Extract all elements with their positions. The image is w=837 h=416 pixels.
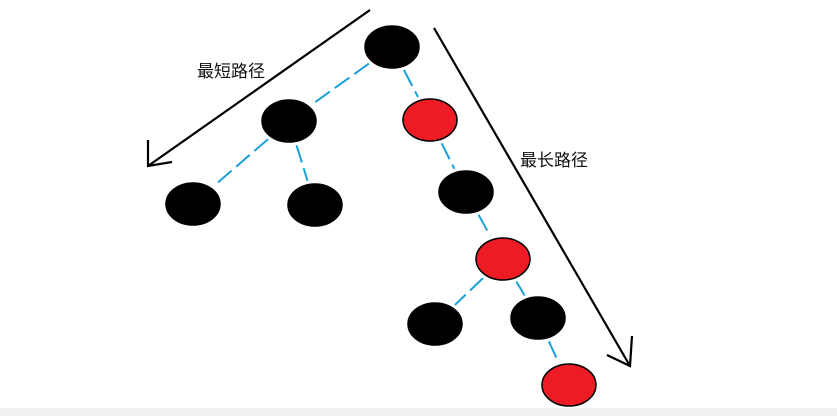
node-rg-right-child-red xyxy=(541,363,597,407)
edge-right-to-right-child xyxy=(440,142,456,170)
bottom-strip xyxy=(0,408,837,416)
edge-right-grandchild-to-rg-left xyxy=(454,277,484,306)
node-right-child-black xyxy=(438,170,494,214)
tree-nodes xyxy=(165,25,597,407)
node-left-black xyxy=(261,99,317,143)
edge-root-to-right xyxy=(403,69,419,98)
tree-edges xyxy=(213,62,560,363)
edge-left-to-left-right xyxy=(295,144,309,182)
shortest-path-arrow xyxy=(146,9,371,168)
longest-path-arrow xyxy=(433,27,634,368)
node-rg-right-black xyxy=(510,296,566,340)
edge-left-to-left-left xyxy=(213,138,269,187)
node-rg-left-black xyxy=(407,302,463,346)
node-right-red xyxy=(402,98,458,142)
shortest-path-label: 最短路径 xyxy=(197,62,265,82)
longest-path-label: 最长路径 xyxy=(520,151,588,171)
node-left-left-black xyxy=(165,182,221,226)
node-root-black xyxy=(364,25,420,69)
node-right-grandchild-red xyxy=(475,237,531,281)
edge-rg-right-to-rg-right-child xyxy=(547,340,560,363)
edge-root-to-left xyxy=(311,62,370,106)
node-left-right-black xyxy=(287,183,343,227)
edge-right-grandchild-to-rg-right xyxy=(515,280,526,297)
edge-right-child-to-right-grandchild xyxy=(477,214,492,237)
